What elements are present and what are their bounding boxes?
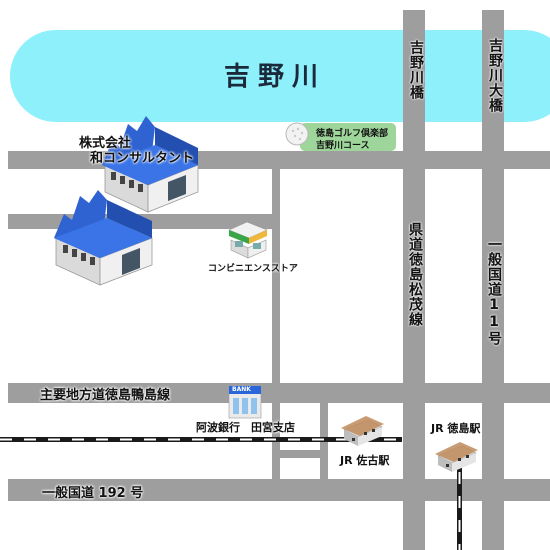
jr-tokushima-station-icon [435,442,478,472]
golf-ball-icon [285,122,309,146]
golf-badge [300,123,396,151]
road-convenience [272,169,280,480]
factory-building-icon [54,190,153,286]
road-small-h [276,450,320,458]
national-route-11-label: 一般国道11号 [486,237,502,346]
road-prefectural [403,10,425,550]
bank-building-icon [228,386,262,419]
company-label-line2: 和コンサルタント [90,151,195,166]
factory-building-icon [102,116,199,213]
jr-sako-station-icon [341,416,384,446]
bank-sign: BANK [232,386,251,393]
jr-sako-label: JR 佐古駅 [340,454,390,467]
road-route-11 [482,10,504,550]
yoshinogawa-ohashi-label: 吉野川大橋 [487,38,503,113]
yoshinogawa-bridge-label: 吉野川橋 [408,40,424,100]
bank-branch-label: 阿波銀行 田宮支店 [196,421,295,434]
prefectural-road-label: 県道徳島松茂線 [407,222,423,327]
jr-railway [0,437,402,442]
convenience-store-icon [228,221,268,259]
jr-railway-branch [457,448,462,550]
jr-tokushima-label: JR 徳島駅 [431,422,481,435]
national-route-192-label: 一般国道 192 号 [42,486,144,501]
river-label: 吉野川 [223,62,326,92]
convenience-store-label: コンビニエンスストア [208,264,298,274]
company-label-line1: 株式会社 [79,136,132,151]
golf-label-line1: 徳島ゴルフ倶楽部 [316,129,389,139]
golf-label-line2: 吉野川コース [316,141,370,151]
main-road-label: 主要地方道徳島鴨島線 [40,388,171,403]
